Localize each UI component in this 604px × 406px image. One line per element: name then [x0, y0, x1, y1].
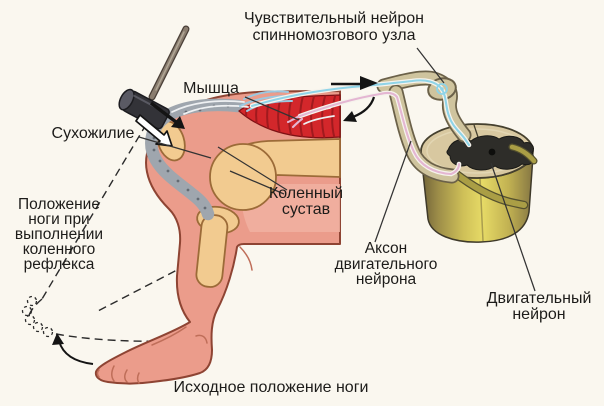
label-tendon: Сухожилие	[51, 125, 135, 142]
strike-arrow	[149, 101, 185, 129]
motor-fiber	[298, 91, 461, 176]
label-knee-joint: Коленный сустав	[268, 185, 344, 218]
leader-lines	[138, 47, 536, 292]
raised-leg-dashed-outline	[21, 112, 234, 342]
strike-arrow-outline	[135, 114, 173, 147]
signal-to-muscle-arrow	[343, 96, 376, 122]
signal-to-cord-arrow	[331, 76, 378, 90]
sensory-fiber	[250, 79, 471, 147]
spinal-cord	[420, 123, 538, 243]
leg	[94, 90, 341, 385]
label-leg-position: Положение ноги при выполнении коленного …	[14, 196, 104, 273]
label-initial-position: Исходное положение ноги	[173, 379, 369, 396]
skin-creases	[96, 246, 253, 384]
label-motor-neuron: Двигательный нейрон	[486, 290, 592, 323]
label-motor-axon: Аксон двигательного нейрона	[334, 240, 438, 288]
spinal-nerve-roots	[450, 143, 538, 210]
label-sensory-neuron: Чувствительный нейрон спинномозгового уз…	[244, 10, 424, 44]
reflex-arc-nerve-loop	[249, 70, 472, 184]
label-muscle: Мышца	[183, 80, 239, 97]
kick-direction-arrow	[52, 333, 94, 365]
reflex-hammer	[118, 25, 190, 130]
